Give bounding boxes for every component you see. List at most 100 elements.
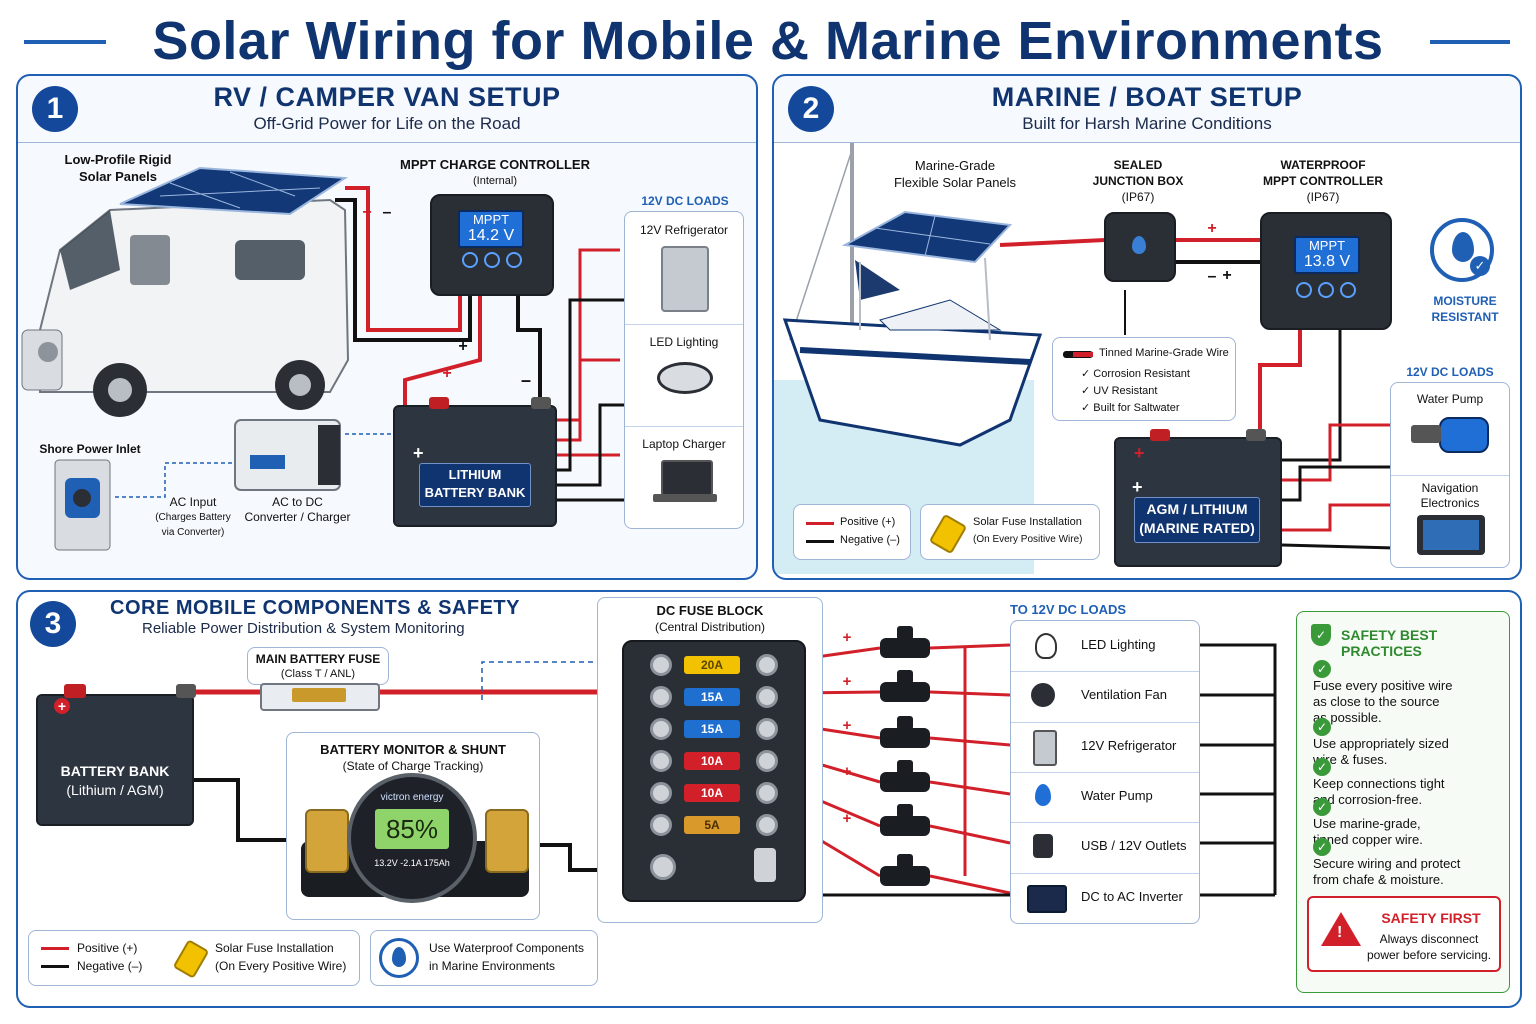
marine-battery-line2: (MARINE RATED): [1139, 520, 1255, 536]
marine-subtitle: Built for Harsh Marine Conditions: [1022, 114, 1272, 133]
blade-fuse[interactable]: 10A: [684, 784, 740, 802]
core-load-label: 12V Refrigerator: [1081, 737, 1177, 753]
fuse-legend-line2: (On Every Positive Wire): [215, 959, 347, 973]
junction-box-label: SEALED JUNCTION BOX (IP67): [1078, 157, 1198, 205]
core-load-row: Water Pump: [1011, 772, 1199, 824]
fuse-terminal-out: [756, 750, 778, 772]
marine-loads-title: 12V DC LOADS: [1406, 365, 1494, 379]
rv-plus-1: +: [362, 204, 372, 221]
core-load-row: USB / 12V Outlets: [1011, 822, 1199, 874]
core-load-label: DC to AC Inverter: [1081, 888, 1183, 904]
warning-mark: !: [1337, 924, 1343, 941]
rv-mppt-screen-line1: MPPT: [472, 212, 510, 227]
core-legend: Positive (+) Negative (–) Solar Fuse Ins…: [28, 930, 360, 986]
rv-mppt-screen: MPPT 14.2 V: [458, 210, 524, 248]
water-drop-icon: [1452, 232, 1474, 262]
marine-panels-label: Marine-Grade Flexible Solar Panels: [880, 157, 1030, 191]
rv-load-label: Laptop Charger: [642, 437, 726, 451]
fuse-row: 15A: [624, 716, 804, 742]
water-drop-icon: [1132, 236, 1146, 254]
button-icon: [506, 252, 522, 268]
wire-item-1: ✓ Corrosion Resistant: [1081, 368, 1190, 380]
camper-van-illustration: [21, 198, 350, 417]
core-number-badge: 3: [30, 601, 76, 647]
marine-number-badge: 2: [788, 86, 834, 132]
blade-fuse[interactable]: 20A: [684, 656, 740, 674]
fuse-row: 10A: [624, 780, 804, 806]
button-icon: [1340, 282, 1356, 298]
blade-fuse[interactable]: 15A: [684, 688, 740, 706]
blade-fuse[interactable]: 5A: [684, 816, 740, 834]
fuse-plus-4: +: [842, 763, 852, 780]
marine-controller-line1: WATERPROOF: [1280, 158, 1366, 172]
monitor-brand: victron energy: [380, 792, 444, 803]
refrigerator-icon: [661, 246, 709, 312]
navigation-display-icon: [1417, 515, 1485, 555]
marine-controller-line2: MPPT CONTROLLER: [1263, 174, 1383, 188]
safety-practices-box: ✓ SAFETY BEST PRACTICES ✓Fuse every posi…: [1296, 611, 1510, 993]
core-subtitle: Reliable Power Distribution & System Mon…: [142, 620, 465, 637]
marine-mppt-screen: MPPT 13.8 V: [1294, 236, 1360, 274]
sealed-junction-box: [1104, 212, 1176, 282]
ac-input-line1: AC Input: [169, 495, 217, 509]
inline-fuse-holders: [880, 626, 930, 886]
positive-terminal: [1150, 429, 1170, 441]
marine-header: [774, 76, 1520, 143]
safety-first-box: ! SAFETY FIRST Always disconnect power b…: [1307, 896, 1501, 972]
inverter-icon: [1027, 884, 1067, 913]
negative-terminal: [1246, 429, 1266, 441]
lightbulb-icon: [1035, 633, 1057, 659]
monitor-sub: (State of Charge Tracking): [342, 759, 484, 773]
fuse-plus-2: +: [842, 673, 852, 690]
wire-sample-icon: [1063, 351, 1093, 358]
page-title: Solar Wiring for Mobile & Marine Environ…: [152, 11, 1384, 71]
led-light-icon: [657, 362, 713, 394]
negative-terminal: [176, 684, 196, 698]
rv-battery-label: LITHIUM BATTERY BANK: [419, 463, 531, 507]
core-load-row: DC to AC Inverter: [1011, 873, 1199, 923]
rv-panels-label: Low-Profile Rigid Solar Panels: [58, 151, 178, 185]
marine-battery-label: AGM / LITHIUM (MARINE RATED): [1134, 497, 1260, 543]
blade-fuse[interactable]: 10A: [684, 752, 740, 770]
negative-line-icon: [806, 540, 834, 543]
fuse-block-box: DC FUSE BLOCK (Central Distribution) 20A…: [597, 597, 823, 923]
wire-item-text: UV Resistant: [1093, 385, 1158, 397]
legend-negative: Negative (–): [840, 534, 900, 546]
rv-mppt-controller: MPPT 14.2 V: [430, 194, 554, 296]
battery-plus-sign: +: [1134, 443, 1145, 463]
waterproof-line2: in Marine Environments: [429, 959, 556, 973]
fuse-terminal-in: [650, 750, 672, 772]
marine-load-label: Navigation Electronics: [1420, 481, 1480, 510]
main-fuse-title: MAIN BATTERY FUSE: [255, 652, 381, 666]
marine-mppt-screen-voltage: 13.8 V: [1303, 253, 1351, 270]
warning-triangle-icon: [1321, 912, 1361, 946]
blade-fuse[interactable]: 15A: [684, 720, 740, 738]
safety-item-line: from chafe & moisture.: [1313, 872, 1444, 887]
main-battery-fuse: [260, 683, 380, 711]
junction-line3: (IP67): [1121, 190, 1155, 204]
rv-battery-label-line2: BATTERY BANK: [424, 485, 526, 500]
fuse-icon: [928, 513, 968, 555]
fuse-icon: [172, 939, 210, 979]
marine-loads-box: Water Pump Navigation Electronics: [1390, 382, 1510, 568]
check-icon: ✓: [1313, 660, 1331, 678]
core-load-label: Ventilation Fan: [1081, 687, 1168, 703]
converter-charger: [234, 419, 341, 491]
marine-mppt-buttons: [1296, 282, 1356, 298]
negative-terminal: [531, 397, 551, 409]
wire-item-3: ✓ Built for Saltwater: [1081, 402, 1180, 414]
positive-terminal: [429, 397, 449, 409]
battery-monitor-box: BATTERY MONITOR & SHUNT (State of Charge…: [286, 732, 540, 920]
rv-panels-label-line2: Solar Panels: [78, 169, 158, 184]
monitor-percent: 85%: [385, 814, 439, 844]
fuse-terminal-out: [756, 814, 778, 836]
rv-load-row: 12V Refrigerator: [625, 212, 743, 325]
rv-mppt-screen-voltage: 14.2 V: [467, 227, 515, 244]
rv-controller-sub: (Internal): [472, 175, 518, 187]
safety-item-line: tinned copper wire.: [1313, 832, 1423, 847]
main-fuse-label-box: MAIN BATTERY FUSE (Class T / ANL): [247, 647, 389, 685]
